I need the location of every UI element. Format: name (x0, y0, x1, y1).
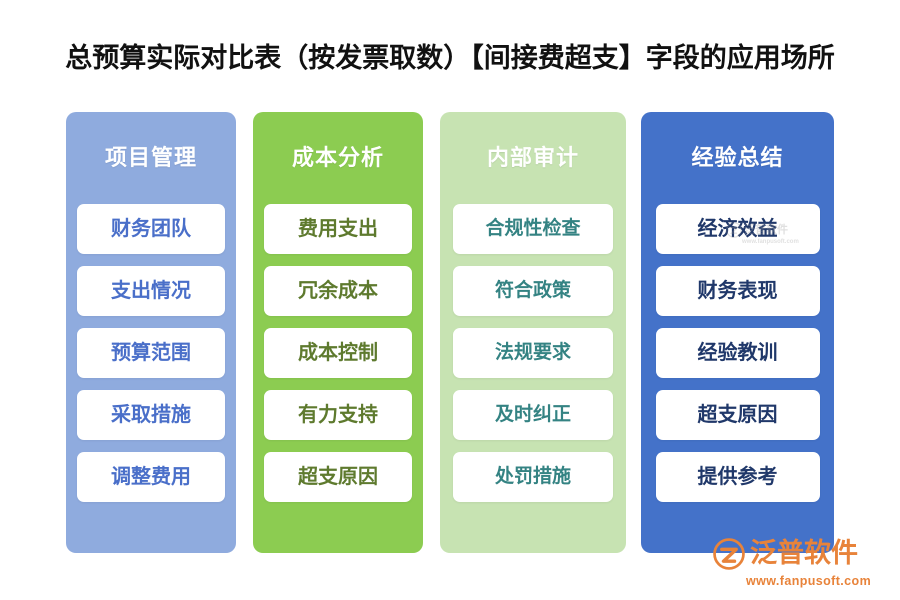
card-list: 财务团队 支出情况 预算范围 采取措施 调整费用 (66, 204, 236, 514)
card-item[interactable]: 超支原因 (264, 452, 412, 502)
card-list: 费用支出 冗余成本 成本控制 有力支持 超支原因 (253, 204, 423, 514)
brand-url: www.fanpusoft.com (746, 573, 872, 588)
column-header: 内部审计 (486, 145, 579, 170)
card-item[interactable]: 预算范围 (77, 328, 225, 378)
card-item[interactable]: 成本控制 (264, 328, 412, 378)
card-item[interactable]: 及时纠正 (453, 390, 613, 440)
column-header: 项目管理 (104, 145, 197, 170)
card-item[interactable]: 经验教训 (655, 328, 820, 378)
card-item[interactable]: 处罚措施 (453, 452, 613, 502)
card-item[interactable]: 法规要求 (453, 328, 613, 378)
column-cost-analysis: 成本分析 费用支出 冗余成本 成本控制 有力支持 超支原因 (253, 112, 423, 553)
column-header: 经验总结 (691, 145, 784, 170)
card-list: 合规性检查 符合政策 法规要求 及时纠正 处罚措施 (440, 204, 626, 514)
card-item[interactable]: 经济效益 (655, 204, 820, 254)
column-project-management: 项目管理 财务团队 支出情况 预算范围 采取措施 调整费用 (66, 112, 236, 553)
card-list: 经济效益 财务表现 经验教训 超支原因 提供参考 (641, 204, 834, 514)
brand-name: 泛普软件 (750, 538, 858, 568)
brand-logo: 泛普软件 www.fanpusoft.com (712, 536, 882, 588)
card-item[interactable]: 合规性检查 (453, 204, 613, 254)
card-item[interactable]: 提供参考 (655, 452, 820, 502)
card-item[interactable]: 财务表现 (655, 266, 820, 316)
card-item[interactable]: 冗余成本 (264, 266, 412, 316)
column-header: 成本分析 (291, 145, 384, 170)
page-title: 总预算实际对比表（按发票取数）【间接费超支】字段的应用场所 (65, 43, 835, 73)
card-item[interactable]: 财务团队 (77, 204, 225, 254)
column-group: 项目管理 财务团队 支出情况 预算范围 采取措施 调整费用 成本分析 费用支出 … (66, 112, 834, 553)
card-item[interactable]: 有力支持 (264, 390, 412, 440)
card-item[interactable]: 超支原因 (655, 390, 820, 440)
fanpu-logo-icon (713, 537, 745, 570)
column-internal-audit: 内部审计 合规性检查 符合政策 法规要求 及时纠正 处罚措施 (440, 112, 626, 553)
column-experience-summary: 经验总结 经济效益 财务表现 经验教训 超支原因 提供参考 (641, 112, 834, 553)
card-item[interactable]: 采取措施 (77, 390, 225, 440)
card-item[interactable]: 调整费用 (77, 452, 225, 502)
card-item[interactable]: 支出情况 (77, 266, 225, 316)
card-item[interactable]: 费用支出 (264, 204, 412, 254)
card-item[interactable]: 符合政策 (453, 266, 613, 316)
